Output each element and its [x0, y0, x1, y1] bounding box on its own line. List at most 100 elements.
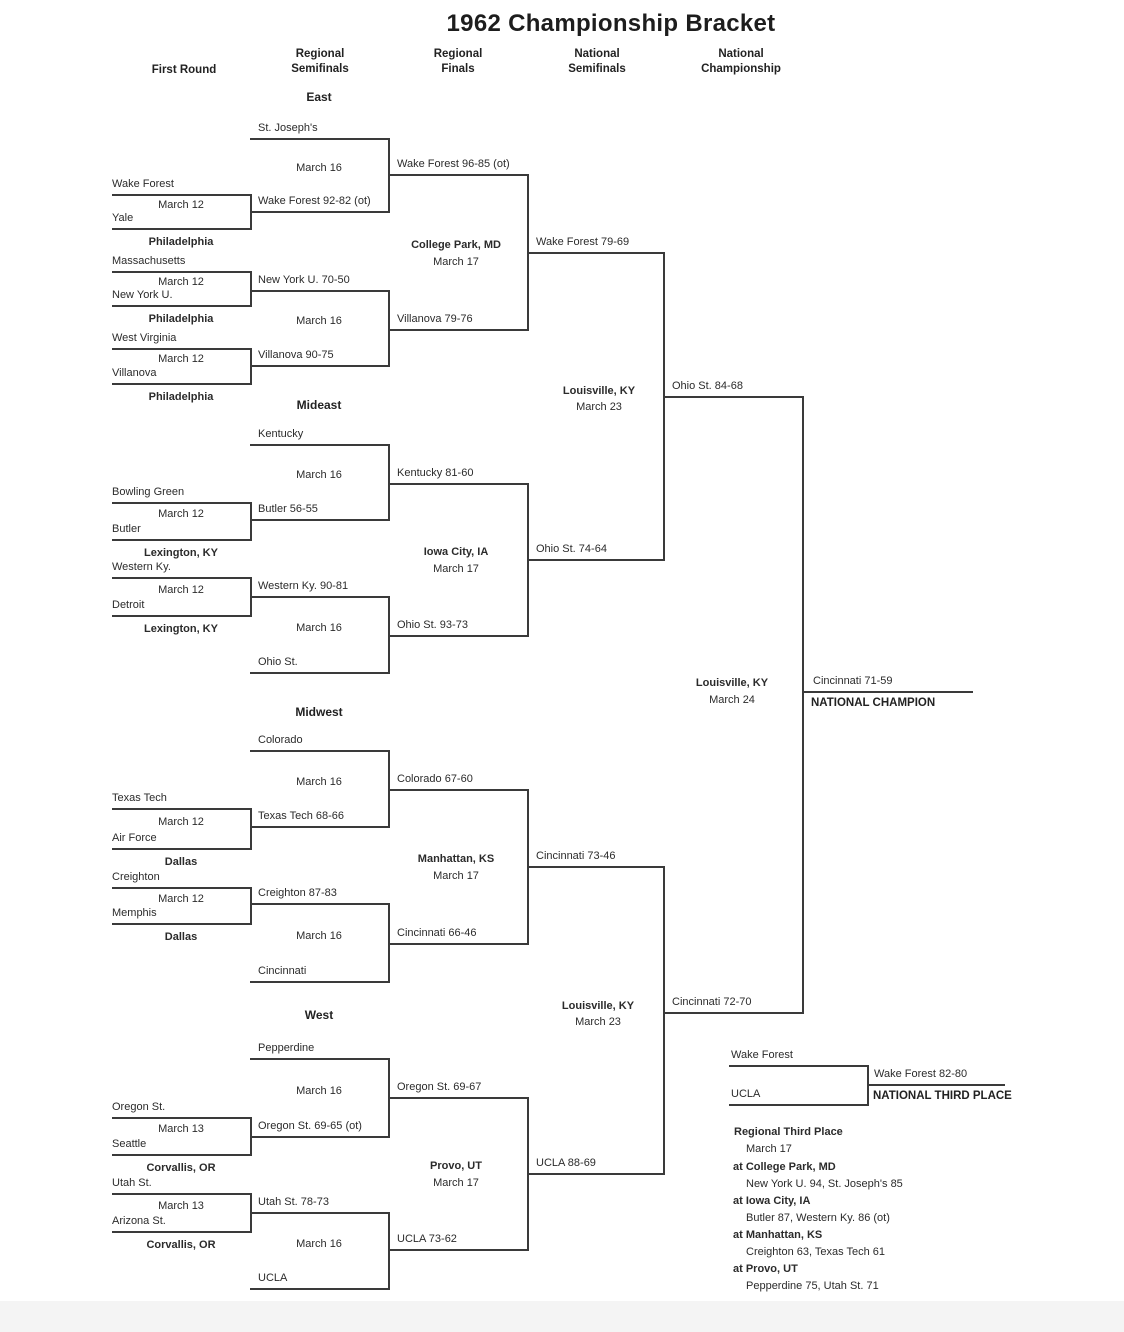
bracket-line-h — [388, 635, 527, 637]
page-bottom-edge — [0, 1301, 1124, 1332]
regional-third-place-games-1-result: Butler 87, Western Ky. 86 (ot) — [746, 1212, 890, 1224]
bracket-line-h — [112, 271, 250, 273]
bracket-line-h — [663, 1012, 802, 1014]
west-first-round-0-winner: Oregon St. 69-65 (ot) — [258, 1120, 362, 1132]
midwest-semifinals-1-bye-team: Cincinnati — [258, 965, 307, 977]
column-header-regional-finals: Regional Finals — [433, 48, 483, 75]
mideast-semifinals-0-date: March 16 — [296, 469, 342, 481]
west-first-round-1-team1: Utah St. — [112, 1177, 152, 1189]
bracket-line-v — [527, 1097, 529, 1251]
east-first-round-2-team1: West Virginia — [112, 332, 177, 344]
bracket-line-v — [527, 174, 529, 331]
east-first-round-1-date: March 12 — [158, 276, 204, 288]
column-header-national-championship: National Championship — [701, 48, 781, 75]
bracket-line-h — [250, 138, 388, 140]
bracket-line-h — [250, 672, 388, 674]
bracket-line-h — [250, 981, 388, 983]
bracket-line-h — [250, 596, 388, 598]
bracket-line-h — [250, 444, 388, 446]
east-semifinals-1-date: March 16 — [296, 315, 342, 327]
mideast-first-round-1-winner: Western Ky. 90-81 — [258, 580, 349, 592]
midwest-first-round-0-date: March 12 — [158, 816, 204, 828]
west-semifinals-0-bye-team: Pepperdine — [258, 1042, 315, 1054]
bracket-line-v — [527, 789, 529, 945]
east-first-round-1-team2: New York U. — [112, 289, 173, 301]
mideast-semifinals-1-winner: Ohio St. 93-73 — [397, 619, 468, 631]
midwest-semifinals-0-bye-team: Colorado — [258, 734, 303, 746]
bracket-line-v — [527, 483, 529, 637]
midwest-semifinals-1-winner: Cincinnati 66-46 — [397, 927, 477, 939]
mideast-final-date: March 17 — [433, 563, 479, 575]
east-first-round-2-team2: Villanova — [112, 367, 157, 379]
regional-third-place-games-0-result: New York U. 94, St. Joseph's 85 — [746, 1178, 903, 1190]
midwest-first-round-0-venue: Dallas — [164, 856, 198, 868]
west-first-round-0-team2: Seattle — [112, 1138, 147, 1150]
bracket-line-h — [388, 174, 527, 176]
bracket-line-h — [250, 365, 388, 367]
bracket-line-h — [527, 1173, 663, 1175]
bracket-line-h — [729, 1104, 867, 1106]
west-first-round-1-date: March 13 — [158, 1200, 204, 1212]
bracket-line-h — [388, 1097, 527, 1099]
west-first-round-1-venue: Corvallis, OR — [146, 1239, 216, 1251]
bracket-line-h — [112, 348, 250, 350]
national-semifinals-0-venue: Louisville, KY — [562, 385, 636, 397]
midwest-semifinals-0-date: March 16 — [296, 776, 342, 788]
bracket-line-v — [250, 1193, 252, 1233]
third-place-title: NATIONAL THIRD PLACE — [873, 1090, 1012, 1102]
national-semifinals-0-winner: Ohio St. 84-68 — [672, 380, 743, 392]
bracket-line-h — [250, 826, 388, 828]
east-first-round-1-winner: New York U. 70-50 — [258, 274, 350, 286]
bracket-line-h — [112, 194, 250, 196]
bracket-line-h — [802, 691, 973, 693]
bracket-line-h — [112, 228, 250, 230]
championship-date: March 24 — [709, 694, 755, 706]
column-header-regional-semifinals: Regional Semifinals — [291, 48, 349, 75]
east-first-round-0-team2: Yale — [112, 212, 134, 224]
midwest-first-round-1-team1: Creighton — [112, 871, 160, 883]
bracket-line-h — [112, 1231, 250, 1233]
bracket-line-h — [388, 789, 527, 791]
column-header-national-semifinals: National Semifinals — [568, 48, 626, 75]
bracket-line-v — [663, 252, 665, 561]
midwest-first-round-1-date: March 12 — [158, 893, 204, 905]
bracket-line-h — [112, 539, 250, 541]
third-place-winner: Wake Forest 82-80 — [874, 1068, 968, 1080]
bracket-line-v — [388, 596, 390, 674]
east-first-round-0-venue: Philadelphia — [148, 236, 214, 248]
west-final-date: March 17 — [433, 1177, 479, 1189]
championship-winner: Cincinnati 71-59 — [813, 675, 893, 687]
column-header-first-round: First Round — [151, 64, 217, 76]
mideast-semifinals-1-bye-team: Ohio St. — [258, 656, 298, 668]
bracket-line-v — [250, 577, 252, 617]
east-final-date: March 17 — [433, 256, 479, 268]
bracket-line-h — [112, 615, 250, 617]
regional-third-place-games-2-result: Creighton 63, Texas Tech 61 — [746, 1246, 886, 1258]
mideast-first-round-1-date: March 12 — [158, 584, 204, 596]
midwest-semifinals-0-winner: Colorado 67-60 — [397, 773, 473, 785]
regional-third-place-games-2-venue: at Manhattan, KS — [733, 1229, 823, 1241]
mideast-first-round-0-date: March 12 — [158, 508, 204, 520]
regional-third-place-games-1-venue: at Iowa City, IA — [733, 1195, 811, 1207]
page-title: 1962 Championship Bracket — [446, 10, 776, 37]
west-final-venue: Provo, UT — [430, 1160, 482, 1172]
bracket-line-v — [250, 808, 252, 850]
west-first-round-0-date: March 13 — [158, 1123, 204, 1135]
bracket-line-h — [527, 559, 663, 561]
bracket-line-v — [802, 396, 804, 1014]
midwest-first-round-0-winner: Texas Tech 68-66 — [258, 810, 345, 822]
national-semifinals-1-date: March 23 — [575, 1016, 621, 1028]
east-first-round-2-date: March 12 — [158, 353, 204, 365]
west-first-round-1-team2: Arizona St. — [112, 1215, 166, 1227]
east-semifinals-0-bye-team: St. Joseph's — [258, 122, 318, 134]
bracket-line-h — [388, 329, 527, 331]
bracket-line-v — [250, 348, 252, 385]
bracket-line-h — [527, 866, 663, 868]
bracket-line-v — [388, 444, 390, 521]
bracket-line-v — [388, 903, 390, 983]
regional-third-place-heading: Regional Third Place — [734, 1126, 843, 1138]
bracket-line-v — [388, 290, 390, 367]
east-first-round-0-date: March 12 — [158, 199, 204, 211]
bracket-line-h — [112, 1193, 250, 1195]
